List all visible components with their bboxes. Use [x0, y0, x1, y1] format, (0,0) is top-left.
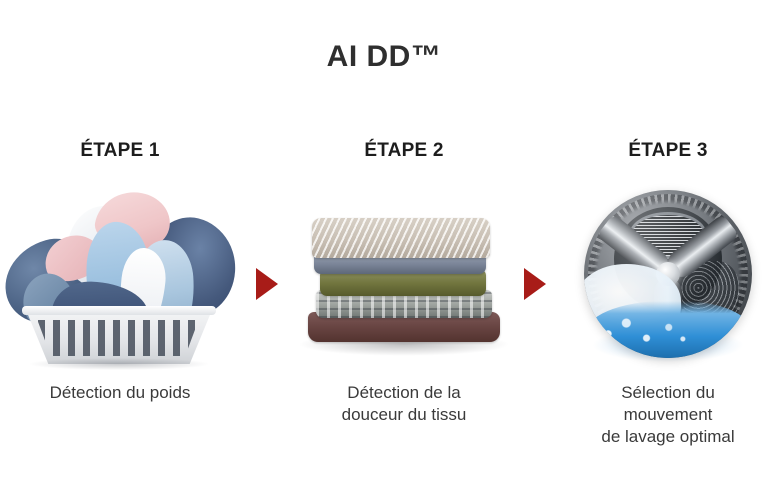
drum-bubbles	[594, 307, 695, 352]
basket-scene	[0, 178, 247, 370]
step-1: ÉTAPE 1 Détection du poids	[0, 140, 247, 404]
laundry-basket-with-clothes-image	[0, 178, 247, 370]
folded-item-cream-towel	[312, 218, 490, 258]
drum-scene	[548, 178, 768, 368]
step-3: ÉTAPE 3 Sélection du mouvement de lavage…	[548, 140, 768, 448]
arrow-right-icon	[524, 268, 546, 300]
step-3-label: ÉTAPE 3	[628, 140, 708, 161]
washing-machine-drum	[584, 190, 752, 358]
step-2-caption: Détection de la douceur du tissu	[341, 383, 467, 424]
arrow-right-icon	[256, 268, 278, 300]
folded-item-olive	[320, 270, 486, 296]
step-2-label: ÉTAPE 2	[364, 140, 444, 161]
step-3-caption: Sélection du mouvement de lavage optimal	[601, 383, 735, 446]
stack-of-folded-laundry-image	[284, 178, 524, 368]
folded-stack-scene	[284, 178, 524, 368]
step-2: ÉTAPE 2 Détection de la douceur du tissu	[284, 140, 524, 426]
stack-shadow	[298, 338, 510, 356]
washing-machine-drum-with-water-image	[548, 178, 768, 368]
basket-lattice-holes	[37, 320, 199, 356]
step-1-label: ÉTAPE 1	[80, 140, 160, 161]
page-title: AI DD™	[326, 40, 442, 73]
step-1-caption: Détection du poids	[49, 383, 191, 402]
laundry-basket-rim	[22, 306, 216, 315]
basket-shadow	[30, 358, 208, 370]
